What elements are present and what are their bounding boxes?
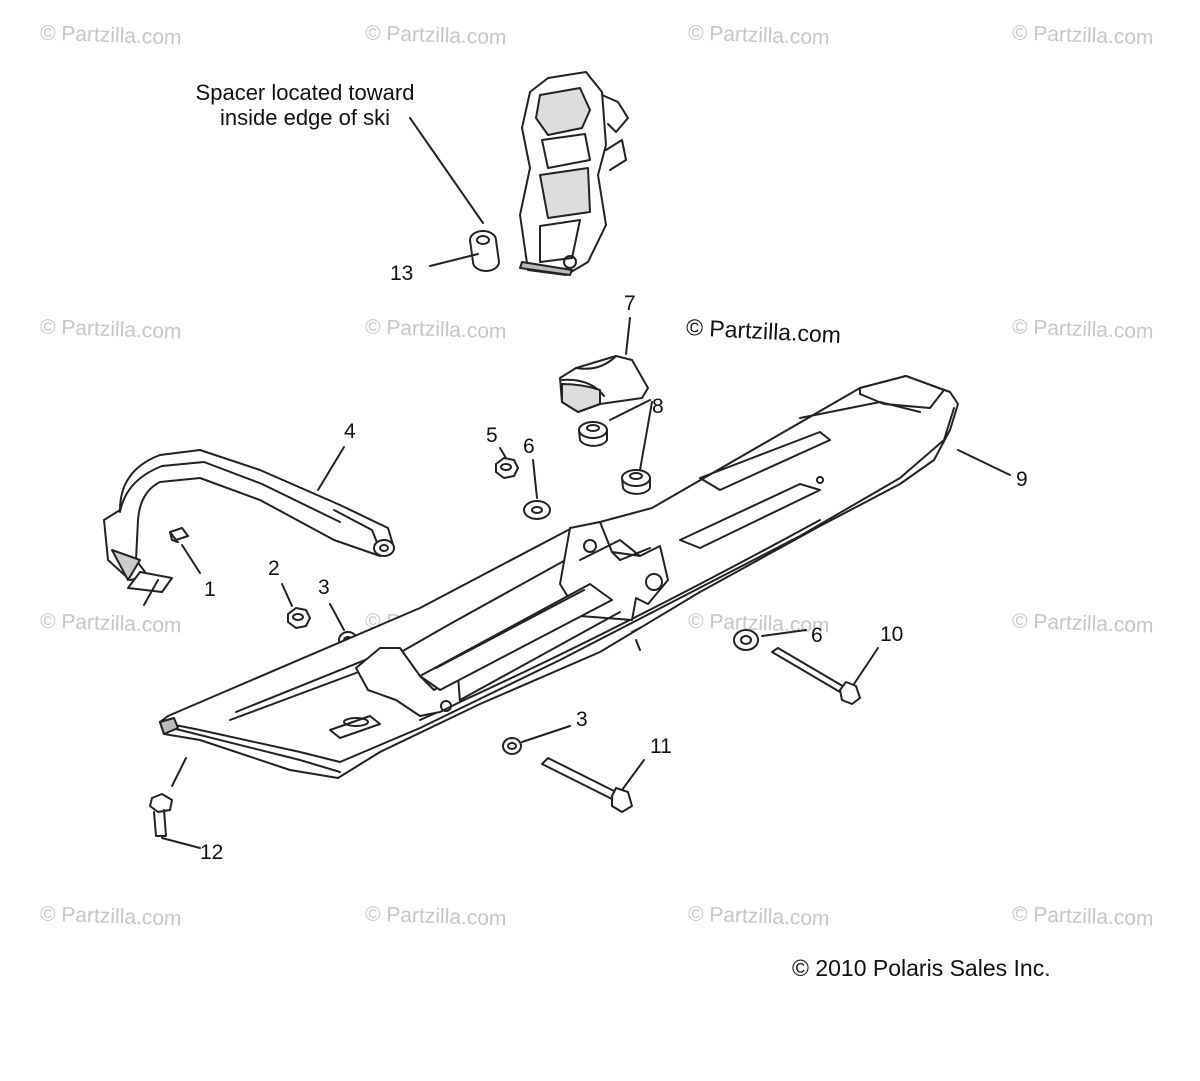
- leader-line: [429, 253, 479, 267]
- bolt: [771, 647, 861, 705]
- washer: [502, 737, 522, 755]
- callout-6: 6: [811, 624, 823, 647]
- leader-line: [621, 759, 645, 791]
- callout-8: 8: [652, 395, 664, 418]
- callout-4: 4: [344, 420, 356, 443]
- leader-line: [853, 647, 879, 685]
- leader-line: [329, 603, 345, 631]
- nut: [287, 607, 311, 629]
- note-line-1: Spacer located toward: [195, 80, 415, 105]
- bolt: [541, 757, 633, 813]
- copyright-notice: © 2010 Polaris Sales Inc.: [792, 955, 1051, 981]
- leader-line: [532, 459, 538, 499]
- callout-9: 9: [1016, 468, 1028, 491]
- leader-line: [521, 725, 571, 743]
- leader-line: [409, 117, 484, 224]
- callout-11: 11: [650, 735, 672, 758]
- leader-line: [609, 399, 651, 421]
- leader-line: [181, 544, 201, 574]
- spacer: [469, 230, 500, 272]
- callout-10: 10: [880, 623, 904, 646]
- callout-3: 3: [318, 576, 330, 599]
- leader-line: [143, 579, 159, 606]
- washer: [578, 421, 608, 447]
- bolt: [149, 793, 173, 837]
- note-line-2: inside edge of ski: [220, 105, 390, 130]
- callout-13: 13: [390, 262, 414, 285]
- leader-line: [161, 837, 201, 849]
- leader-line: [761, 629, 807, 637]
- callout-5: 5: [486, 424, 498, 447]
- leader-line: [171, 757, 187, 787]
- nut: [495, 457, 519, 479]
- callout-1: 1: [204, 578, 216, 601]
- wear-bar-tip: [127, 571, 173, 593]
- spacer-note: Spacer located toward inside edge of ski: [150, 80, 460, 130]
- leader-line: [625, 317, 631, 355]
- spindle: [519, 71, 629, 276]
- callout-3: 3: [576, 708, 588, 731]
- leader-line: [957, 449, 1011, 476]
- leader-line: [317, 446, 345, 491]
- ski-saddle: [559, 355, 649, 413]
- callout-2: 2: [268, 557, 280, 580]
- callout-7: 7: [624, 292, 636, 315]
- callout-12: 12: [200, 841, 224, 864]
- ski-loop: [103, 449, 395, 581]
- washer: [733, 629, 759, 651]
- ski-body: [159, 375, 959, 779]
- callout-6: 6: [523, 435, 535, 458]
- washer: [523, 500, 551, 520]
- wear-bar-clip: [169, 527, 189, 543]
- leader-line: [281, 583, 293, 607]
- leader-line: [639, 401, 653, 471]
- leader-line: [499, 447, 507, 459]
- washer: [621, 469, 651, 495]
